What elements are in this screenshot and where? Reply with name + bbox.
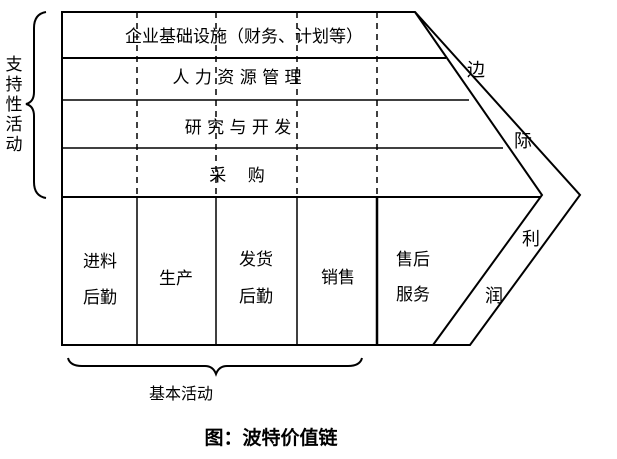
support-row-hr: 人 力 资 源 管 理 <box>172 68 301 88</box>
support-row-infrastructure: 企业基础设施（财务、计划等） <box>125 27 363 47</box>
primary-inbound-logistics: 进料 <box>83 252 117 272</box>
primary-service: 服务 <box>396 285 430 305</box>
support-label-char: 性 <box>6 95 23 115</box>
support-label-char: 动 <box>6 135 23 155</box>
support-label-char: 支 <box>6 55 23 75</box>
margin-boundary <box>414 11 544 346</box>
support-row-rnd: 研 究 与 开 发 <box>185 118 292 138</box>
support-label-char: 持 <box>6 75 23 95</box>
primary-inbound-logistics: 后勤 <box>83 288 117 308</box>
primary-outbound-logistics: 后勤 <box>239 287 273 307</box>
support-brace <box>25 11 47 199</box>
figure-caption: 图：波特价值链 <box>204 426 337 449</box>
primary-service: 售后 <box>396 250 430 270</box>
support-row-procurement: 采 购 <box>209 166 265 186</box>
value-chain-outline <box>61 11 582 346</box>
primary-sales: 销售 <box>321 268 355 288</box>
margin-label-char: 际 <box>514 131 532 152</box>
margin-label-char: 边 <box>467 60 485 81</box>
primary-operations: 生产 <box>159 269 193 289</box>
primary-group-label: 基本活动 <box>149 384 213 403</box>
margin-label-char: 利 <box>522 229 540 250</box>
primary-outbound-logistics: 发货 <box>239 250 273 270</box>
primary-brace <box>67 357 363 377</box>
support-label-char: 活 <box>6 115 23 135</box>
margin-label-char: 润 <box>485 286 503 307</box>
